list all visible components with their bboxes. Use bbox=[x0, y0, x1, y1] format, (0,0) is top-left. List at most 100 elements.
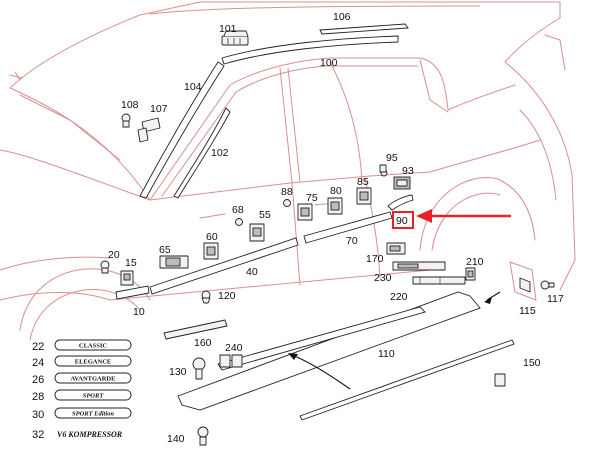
part-110-inner-lip bbox=[217, 306, 426, 371]
label-106[interactable]: 106 bbox=[333, 11, 351, 23]
badge-28-number: 28 bbox=[32, 391, 44, 403]
label-40[interactable]: 40 bbox=[246, 266, 258, 278]
part-95-clip[interactable] bbox=[379, 164, 388, 177]
badge-28-text: SPORT bbox=[83, 393, 105, 400]
label-101[interactable]: 101 bbox=[219, 23, 237, 35]
part-106-roof-strip[interactable] bbox=[319, 23, 409, 35]
part-65-clip[interactable] bbox=[159, 255, 189, 269]
part-100-roof-moulding[interactable] bbox=[221, 35, 399, 65]
part-60-clip[interactable] bbox=[203, 242, 219, 260]
badge-30-number: 30 bbox=[32, 409, 44, 421]
label-60[interactable]: 60 bbox=[206, 231, 218, 243]
part-115-mudflap-bracket[interactable] bbox=[509, 261, 537, 301]
label-100[interactable]: 100 bbox=[320, 57, 338, 69]
label-150[interactable]: 150 bbox=[523, 357, 541, 369]
label-20[interactable]: 20 bbox=[108, 249, 120, 261]
part-107-bracket[interactable] bbox=[137, 117, 161, 143]
label-65[interactable]: 65 bbox=[159, 244, 171, 256]
part-104-frame-moulding[interactable] bbox=[139, 61, 225, 199]
part-210-bracket[interactable] bbox=[465, 267, 476, 281]
label-70[interactable]: 70 bbox=[346, 235, 358, 247]
part-150-end-clip[interactable] bbox=[494, 373, 506, 387]
badge-26-number: 26 bbox=[32, 374, 44, 386]
part-93-clip[interactable] bbox=[393, 176, 411, 190]
part-75-clip[interactable] bbox=[297, 203, 313, 221]
part-68-clip[interactable] bbox=[235, 218, 243, 226]
badge-32-text: V6 KOMPRESSOR bbox=[57, 430, 123, 439]
badge-32[interactable]: 32 V6 KOMPRESSOR bbox=[32, 429, 123, 441]
badge-22-number: 22 bbox=[32, 341, 44, 353]
label-107[interactable]: 107 bbox=[150, 103, 168, 115]
part-120-clip[interactable] bbox=[201, 290, 211, 304]
part-110-side-sill[interactable] bbox=[177, 291, 481, 411]
part-108-screw[interactable] bbox=[121, 113, 131, 128]
part-117-screw[interactable] bbox=[540, 280, 555, 290]
part-130-clip[interactable] bbox=[192, 357, 206, 380]
part-90-rear-moulding[interactable] bbox=[387, 194, 414, 211]
label-102[interactable]: 102 bbox=[211, 147, 229, 159]
label-108[interactable]: 108 bbox=[121, 99, 139, 111]
part-140-screw[interactable] bbox=[197, 426, 209, 446]
part-80-clip[interactable] bbox=[327, 197, 343, 215]
label-55[interactable]: 55 bbox=[259, 209, 271, 221]
label-75[interactable]: 75 bbox=[306, 192, 318, 204]
label-130[interactable]: 130 bbox=[169, 366, 187, 378]
label-90[interactable]: 90 bbox=[396, 215, 408, 227]
car-body-outline bbox=[0, 1, 576, 341]
badge-26-text: AVANTGARDE bbox=[71, 376, 116, 383]
part-160-trim-strip[interactable] bbox=[163, 319, 228, 340]
part-labels: 101 106 100 104 108 107 102 95 93 85 80 … bbox=[108, 11, 564, 445]
label-230[interactable]: 230 bbox=[374, 272, 392, 284]
part-220-bracket[interactable] bbox=[412, 276, 466, 285]
label-240[interactable]: 240 bbox=[225, 342, 243, 354]
highlight-box-90 bbox=[392, 211, 414, 229]
part-230-bracket[interactable] bbox=[392, 261, 446, 271]
badge-24-text: ELEGANCE bbox=[75, 359, 111, 366]
label-85[interactable]: 85 bbox=[357, 176, 369, 188]
label-110[interactable]: 110 bbox=[378, 348, 395, 360]
badge-26[interactable]: 26 AVANTGARDE bbox=[32, 372, 132, 386]
label-15[interactable]: 15 bbox=[125, 257, 137, 269]
badge-24-number: 24 bbox=[32, 357, 44, 369]
part-102-frame-strip[interactable] bbox=[173, 107, 231, 199]
part-10-fender-moulding[interactable] bbox=[115, 285, 150, 300]
label-210[interactable]: 210 bbox=[466, 256, 484, 268]
part-55-clip[interactable] bbox=[249, 223, 265, 242]
part-88-clip[interactable] bbox=[283, 199, 291, 207]
highlight-arrow bbox=[416, 209, 511, 223]
part-150-long-strip[interactable] bbox=[299, 339, 515, 421]
label-68[interactable]: 68 bbox=[232, 204, 244, 216]
part-85-clip[interactable] bbox=[356, 187, 372, 205]
part-40-front-door-moulding[interactable] bbox=[149, 237, 299, 295]
badge-30-text: SPORT Edition bbox=[72, 411, 114, 418]
badge-30[interactable]: 30 SPORT Edition bbox=[32, 407, 132, 421]
label-120[interactable]: 120 bbox=[218, 290, 236, 302]
label-88[interactable]: 88 bbox=[281, 186, 293, 198]
label-140[interactable]: 140 bbox=[167, 433, 185, 445]
badge-28[interactable]: 28 SPORT bbox=[32, 389, 132, 403]
label-104[interactable]: 104 bbox=[184, 81, 202, 93]
part-101-clip[interactable] bbox=[221, 30, 249, 46]
pointer-arrows bbox=[288, 291, 501, 390]
label-160[interactable]: 160 bbox=[194, 337, 212, 349]
label-170[interactable]: 170 bbox=[366, 253, 384, 265]
badge-24[interactable]: 24 ELEGANCE bbox=[32, 355, 132, 369]
badge-32-number: 32 bbox=[32, 429, 44, 441]
label-117[interactable]: 117 bbox=[547, 293, 564, 305]
badge-22[interactable]: 22 CLASSIC bbox=[32, 339, 132, 353]
part-240-clip[interactable] bbox=[219, 354, 243, 368]
part-15-clip[interactable] bbox=[120, 270, 134, 286]
badge-22-text: CLASSIC bbox=[79, 343, 107, 350]
label-93[interactable]: 93 bbox=[402, 165, 414, 177]
label-10[interactable]: 10 bbox=[133, 306, 145, 318]
part-170-bracket[interactable] bbox=[386, 242, 406, 255]
label-80[interactable]: 80 bbox=[330, 185, 342, 197]
label-95[interactable]: 95 bbox=[386, 152, 398, 164]
emblem-badges: 22 CLASSIC 24 ELEGANCE 26 AVANTGARDE 28 … bbox=[32, 339, 132, 441]
label-115[interactable]: 115 bbox=[519, 305, 536, 317]
label-220[interactable]: 220 bbox=[390, 291, 408, 303]
door-clips bbox=[100, 164, 411, 286]
part-20-clip[interactable] bbox=[100, 260, 110, 274]
